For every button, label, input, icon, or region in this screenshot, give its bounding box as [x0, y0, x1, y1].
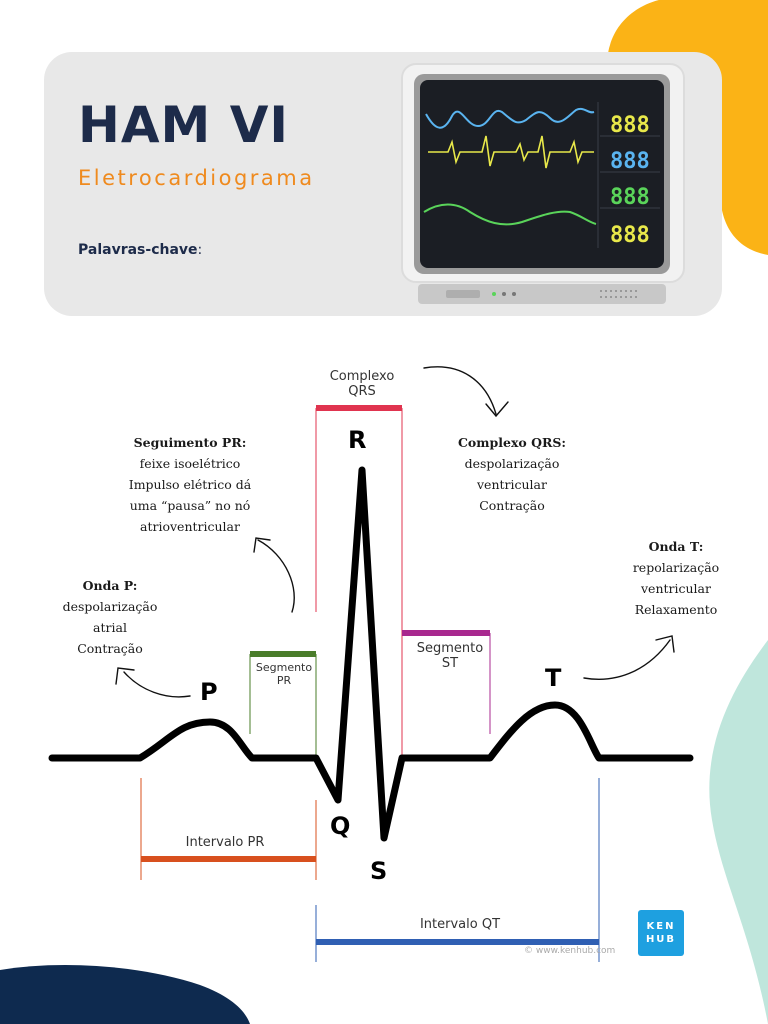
- label-intervalo-pr: Intervalo PR: [185, 835, 265, 850]
- readout-1: 888: [610, 113, 650, 138]
- label-segmento-pr-line1: Segmento: [255, 661, 313, 674]
- note-onda-p-line3: Contração: [77, 641, 143, 656]
- note-onda-p-head: Onda P:: [82, 578, 138, 593]
- note-seguimento-pr-line4: atrioventricular: [140, 519, 240, 534]
- note-onda-t-head: Onda T:: [648, 539, 704, 554]
- note-onda-t: Onda T: repolarização ventricular Relaxa…: [606, 536, 746, 620]
- note-complexo-qrs-line3: Contração: [479, 498, 545, 513]
- note-seguimento-pr-line2: Impulso elétrico dá: [128, 477, 252, 492]
- page-title: HAM VI: [78, 96, 290, 154]
- note-seguimento-pr: Seguimento PR: feixe isoelétrico Impulso…: [100, 432, 280, 537]
- navy-blob: [0, 965, 250, 1024]
- note-complexo-qrs-line2: ventricular: [477, 477, 547, 492]
- arrow-p: [123, 671, 191, 698]
- wave-letter-q: Q: [330, 812, 351, 840]
- note-onda-p-line2: atrial: [93, 620, 127, 635]
- label-segmento-pr: Segmento PR: [244, 661, 324, 687]
- label-segmento-st-line2: ST: [441, 656, 459, 671]
- note-complexo-qrs-line1: despolarização: [464, 456, 560, 471]
- arrow-pr: [257, 539, 295, 613]
- label-segmento-pr-line2: PR: [276, 674, 292, 687]
- arrow-t: [583, 639, 671, 680]
- label-complexo-qrs: Complexo QRS: [300, 369, 424, 399]
- label-complexo-qrs-line1: Complexo: [329, 369, 395, 384]
- arrow-qrs-head: [485, 401, 509, 418]
- page-subtitle: Eletrocardiograma: [78, 166, 315, 190]
- note-complexo-qrs: Complexo QRS: despolarização ventricular…: [432, 432, 592, 516]
- arrow-qrs: [423, 366, 497, 415]
- wave-letter-t: T: [545, 664, 562, 692]
- ecg-trace: [48, 466, 694, 842]
- note-seguimento-pr-line3: uma “pausa” no nó: [129, 498, 251, 513]
- note-onda-t-line2: ventricular: [641, 581, 711, 596]
- wave-letter-p: P: [200, 678, 218, 706]
- note-seguimento-pr-line1: feixe isoelétrico: [139, 456, 241, 471]
- kenhub-logo-line2: HUB: [645, 934, 677, 945]
- wave-letter-s: S: [370, 857, 388, 885]
- keywords-label: Palavras-chave: [78, 242, 198, 258]
- label-complexo-qrs-line2: QRS: [348, 384, 376, 399]
- wave-letter-r: R: [348, 426, 367, 454]
- note-complexo-qrs-head: Complexo QRS:: [457, 435, 566, 450]
- heart-monitor-icon: 888 888 888 888: [401, 63, 685, 304]
- readout-4: 888: [610, 223, 650, 248]
- note-onda-t-line1: repolarização: [632, 560, 720, 575]
- label-segmento-st-line1: Segmento: [416, 641, 484, 656]
- note-seguimento-pr-head: Seguimento PR:: [133, 435, 247, 450]
- label-intervalo-qt: Intervalo QT: [419, 917, 501, 932]
- readout-3: 888: [610, 185, 650, 210]
- keywords-colon: :: [197, 242, 203, 258]
- arrow-t-head: [655, 635, 675, 653]
- kenhub-logo-line1: KEN: [646, 921, 676, 932]
- mint-blob: [709, 640, 768, 1024]
- kenhub-logo: KEN HUB: [638, 910, 684, 956]
- keywords-line: Palavras-chave:: [78, 242, 202, 258]
- arrow-p-head: [115, 667, 135, 685]
- credit-text: © www.kenhub.com: [524, 946, 616, 956]
- label-segmento-st: Segmento ST: [402, 641, 498, 671]
- note-onda-t-line3: Relaxamento: [634, 602, 718, 617]
- note-onda-p-line1: despolarização: [62, 599, 158, 614]
- arrow-pr-head: [253, 537, 271, 553]
- note-onda-p: Onda P: despolarização atrial Contração: [40, 575, 180, 659]
- readout-2: 888: [610, 149, 650, 174]
